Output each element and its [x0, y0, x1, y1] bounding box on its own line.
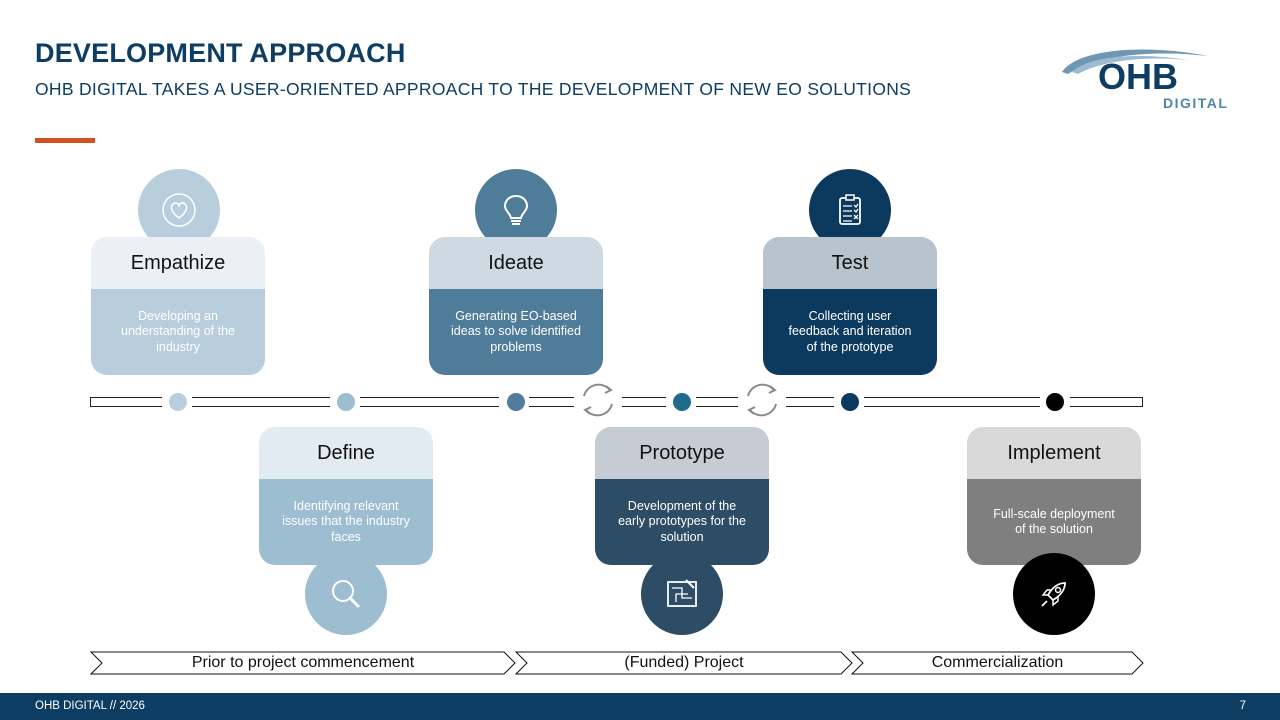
step-card-test: Test Collecting user feedback and iterat…	[763, 237, 937, 375]
step-title: Define	[259, 427, 433, 479]
step-description: Full-scale deployment of the solution	[967, 479, 1141, 565]
step-title: Implement	[967, 427, 1141, 479]
phase-funded-project: (Funded) Project	[515, 651, 853, 675]
page-number: 7	[1239, 700, 1246, 712]
step-card-empathize: Empathize Developing an understanding of…	[91, 237, 265, 375]
timeline-gap	[574, 396, 622, 408]
phase-commercialization: Commercialization	[851, 651, 1144, 675]
ohb-digital-logo: OHB DIGITAL	[1058, 42, 1248, 114]
iteration-cycle-icon	[576, 378, 620, 422]
timeline-gap	[738, 396, 786, 408]
timeline-dot-ideate	[507, 393, 525, 411]
slide-subtitle: OHB DIGITAL TAKES A USER-ORIENTED APPROA…	[35, 79, 912, 99]
svg-text:DIGITAL: DIGITAL	[1163, 95, 1228, 111]
step-title: Ideate	[429, 237, 603, 289]
step-card-prototype: Prototype Development of the early proto…	[595, 427, 769, 565]
step-description: Development of the early prototypes for …	[595, 479, 769, 565]
accent-bar	[35, 138, 95, 143]
footer-company-year: OHB DIGITAL // 2026	[35, 700, 145, 712]
timeline-dot-implement	[1046, 393, 1064, 411]
step-description: Developing an understanding of the indus…	[91, 289, 265, 375]
step-card-implement: Implement Full-scale deployment of the s…	[967, 427, 1141, 565]
step-title: Test	[763, 237, 937, 289]
phase-label: (Funded) Project	[624, 654, 744, 671]
timeline-dot-empathize	[169, 393, 187, 411]
phase-prior-to-project: Prior to project commencement	[90, 651, 516, 675]
svg-text:OHB: OHB	[1098, 56, 1178, 97]
magnifier-icon	[305, 553, 387, 635]
timeline-dot-test	[841, 393, 859, 411]
iteration-cycle-icon	[740, 378, 784, 422]
step-card-ideate: Ideate Generating EO-based ideas to solv…	[429, 237, 603, 375]
step-description: Collecting user feedback and iteration o…	[763, 289, 937, 375]
slide-title: DEVELOPMENT APPROACH	[35, 38, 406, 68]
step-card-define: Define Identifying relevant issues that …	[259, 427, 433, 565]
timeline-dot-define	[337, 393, 355, 411]
phase-label: Commercialization	[931, 654, 1064, 671]
step-description: Identifying relevant issues that the ind…	[259, 479, 433, 565]
step-title: Empathize	[91, 237, 265, 289]
rocket-icon	[1013, 553, 1095, 635]
phase-label: Prior to project commencement	[191, 654, 415, 671]
step-title: Prototype	[595, 427, 769, 479]
timeline-dot-prototype	[673, 393, 691, 411]
footer-bar: OHB DIGITAL // 2026 7	[0, 693, 1280, 720]
step-description: Generating EO-based ideas to solve ident…	[429, 289, 603, 375]
blueprint-icon	[641, 553, 723, 635]
